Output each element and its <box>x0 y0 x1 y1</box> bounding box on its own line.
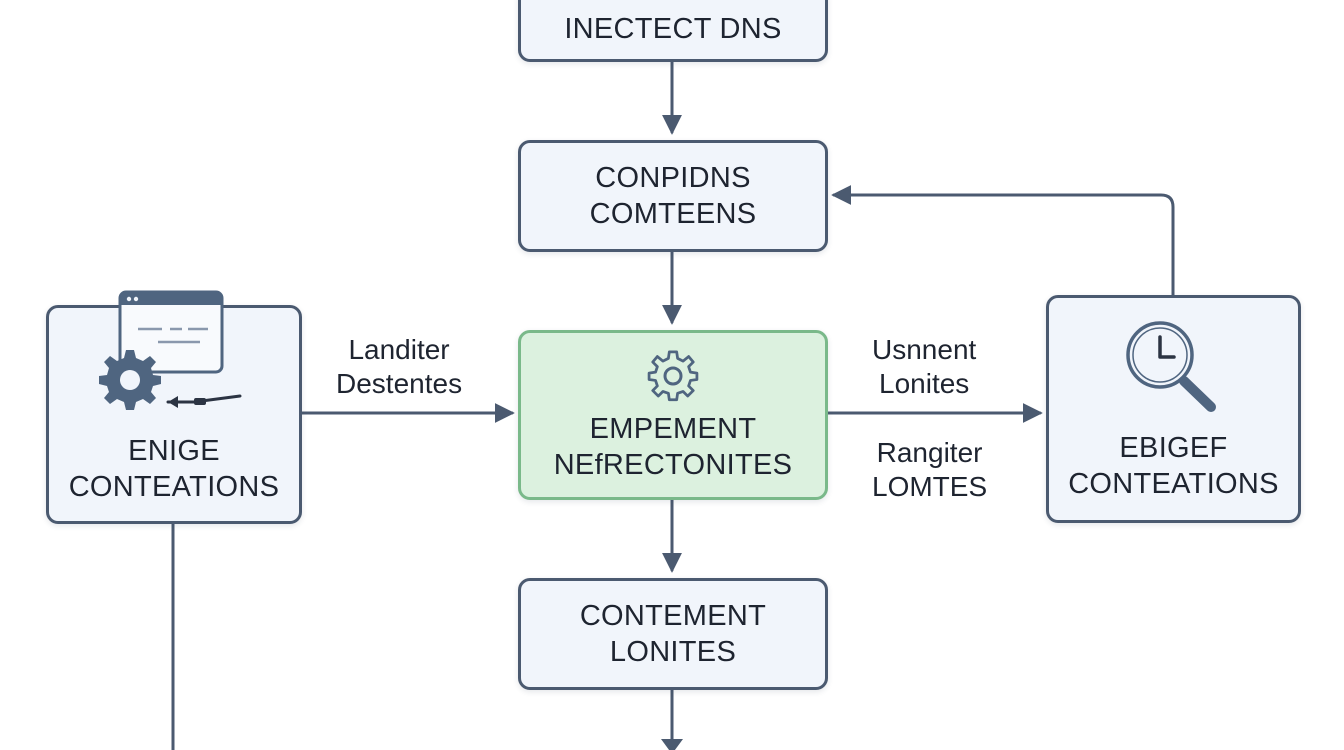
arrow-right-feedback-to-second <box>831 185 1175 297</box>
node-label-line2: NEfRECTONITES <box>553 449 793 481</box>
node-label-line1: EBIGEF <box>1119 432 1228 464</box>
node-label-line1: EMPEMENT <box>589 413 757 445</box>
edge-label-center-to-right-bottom: Rangiter LOMTES <box>872 436 987 504</box>
node-ebigef-conteations[interactable]: EBIGEF CONTEATIONS <box>1046 295 1301 523</box>
edge-label-line2: Destentes <box>336 368 463 399</box>
clock-search-icon <box>1126 321 1216 412</box>
node-inectect-dns[interactable]: INECTECT DNS <box>518 0 828 62</box>
edge-label-line1: Rangiter <box>876 437 983 468</box>
edge-label-line2: Lonites <box>879 368 970 399</box>
browser-gear-icon <box>99 290 242 410</box>
node-contement-lonites[interactable]: CONTEMENT LONITES <box>518 578 828 690</box>
node-empement-center[interactable]: EMPEMENT NEfRECTONITES <box>518 330 828 500</box>
edge-label-line1: Landiter <box>348 334 450 365</box>
node-label-line2: COMTEENS <box>589 198 757 230</box>
edge-label-center-to-right-top: Usnnent Lonites <box>872 333 976 401</box>
node-label-line2: LONITES <box>609 636 737 668</box>
edge-label-left-to-center: Landiter Destentes <box>336 333 462 401</box>
arrowhead-bottom-offpage <box>661 739 683 750</box>
node-label-line2: CONTEATIONS <box>68 471 280 503</box>
node-label-line1: ENIGE <box>128 435 220 467</box>
node-label-line1: CONPIDNS <box>595 162 751 194</box>
node-label: INECTECT DNS <box>564 13 782 45</box>
node-label-line1: CONTEMENT <box>579 600 767 632</box>
node-conpidns-comteens[interactable]: CONPIDNS COMTEENS <box>518 140 828 252</box>
node-label-line2: CONTEATIONS <box>1068 468 1279 500</box>
gear-icon <box>647 350 699 402</box>
edge-label-line1: Usnnent <box>872 334 977 365</box>
edge-label-line2: LOMTES <box>872 471 988 502</box>
